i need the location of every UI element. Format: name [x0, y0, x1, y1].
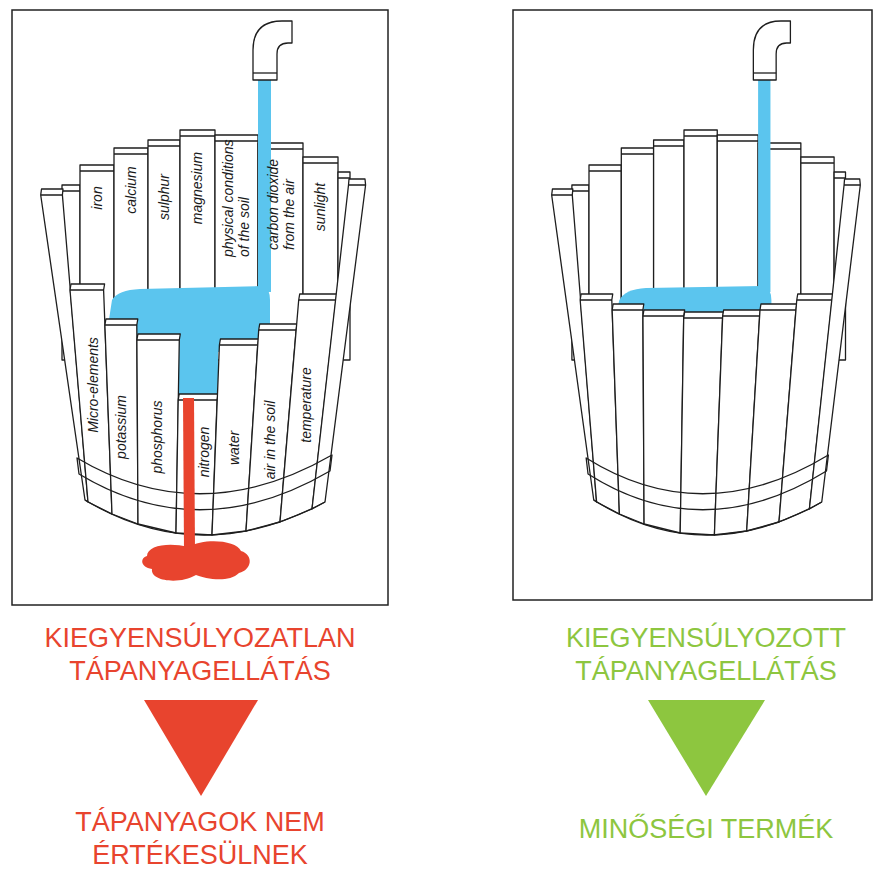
result-text: TÁPANYAGOK NEM ÉRTÉKESÜLNEK	[40, 806, 360, 872]
down-triangle	[144, 700, 258, 796]
caption-heading: KIEGYENSÚLYOZOTT TÁPANYAGELLÁTÁS	[536, 622, 876, 688]
barrel-bottom	[85, 500, 325, 535]
water-pipe	[753, 21, 790, 80]
stave-label: sulphur	[156, 174, 172, 220]
barrel-right	[552, 21, 861, 535]
barrel-stave	[176, 394, 218, 535]
stave-label: iron	[89, 186, 105, 209]
leak-stream	[183, 398, 195, 550]
caption-heading: KIEGYENSÚLYOZATLAN TÁPANYAGELLÁTÁS	[20, 622, 380, 688]
water-pipe	[253, 21, 292, 80]
stave-label: air in the soil	[262, 401, 278, 480]
panel-frame	[12, 10, 388, 605]
stave-label: water	[226, 431, 242, 465]
stave-label: Micro-elements	[85, 337, 101, 433]
water-pipe	[753, 72, 776, 73]
barrel-stave	[809, 179, 860, 509]
water-stream	[758, 78, 770, 292]
stave-label: phosphorus	[149, 400, 165, 473]
stave-label: potassium	[113, 395, 129, 459]
barrel-left	[41, 21, 366, 581]
barrel-stave	[312, 179, 366, 509]
barrel-hoop	[586, 455, 828, 510]
barrel-stave	[137, 334, 180, 533]
barrel-stave	[643, 310, 685, 533]
stave-label: calcium	[123, 166, 139, 213]
barrel-bottom	[594, 500, 822, 535]
leak-puddle	[142, 541, 250, 580]
stave-label: sunlight	[312, 183, 328, 231]
stave-label: magnesium	[189, 152, 205, 224]
result-text: MINŐSÉGI TERMÉK	[541, 813, 871, 846]
stave-label: nitrogen	[196, 427, 212, 478]
barrel-stave	[105, 319, 138, 524]
water-pipe	[253, 72, 277, 73]
stave-label: physical conditions of the soil	[220, 137, 252, 257]
stave-label: temperature	[298, 367, 314, 442]
panel-frame	[513, 10, 872, 600]
stave-label: carbon dioxide from the air	[265, 150, 297, 250]
barrel-stave	[612, 304, 644, 524]
down-triangle	[648, 700, 765, 796]
